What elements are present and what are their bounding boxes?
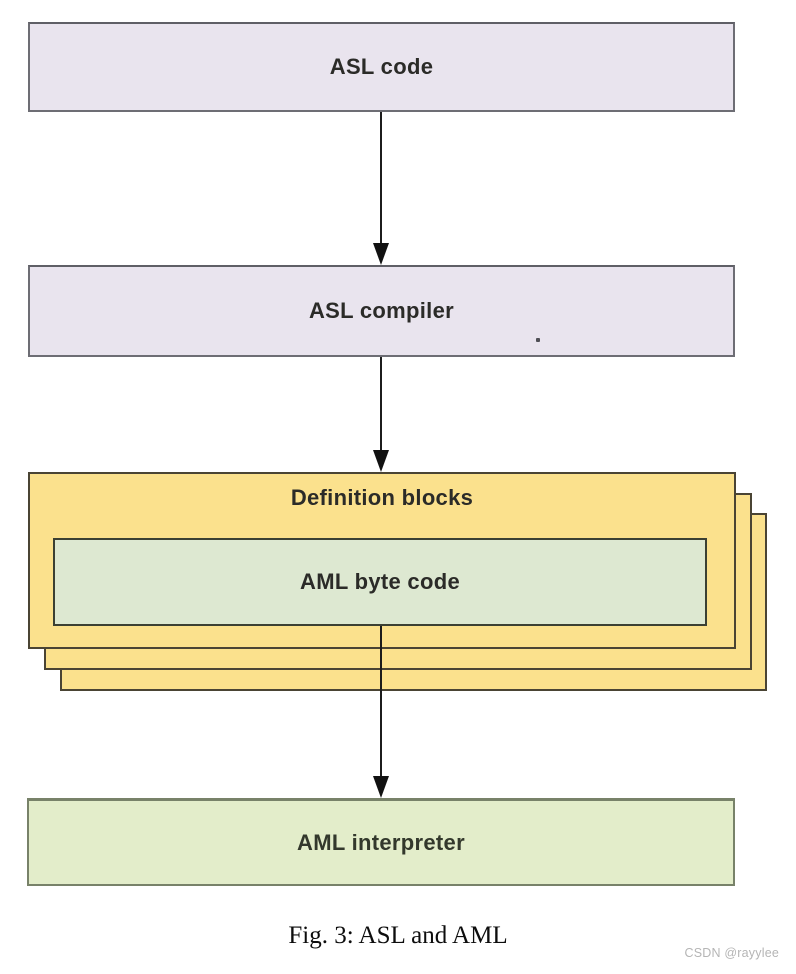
arrow-byte-code-to-interpreter	[372, 626, 390, 798]
arrow-head-icon	[373, 450, 389, 472]
arrow-line	[380, 626, 382, 776]
arrow-line	[380, 357, 382, 450]
figure-caption: Fig. 3: ASL and AML	[288, 922, 508, 949]
aml-interpreter-label: AML interpreter	[297, 829, 465, 855]
aml-byte-code-label: AML byte code	[300, 569, 460, 594]
arrow-head-icon	[373, 776, 389, 798]
arrow-line	[380, 112, 382, 243]
scan-speck-artifact	[536, 338, 540, 342]
arrow-asl-code-to-compiler	[372, 112, 390, 265]
arrow-head-icon	[373, 243, 389, 265]
definition-blocks-box: Definition blocks AML byte code	[28, 472, 736, 649]
aml-interpreter-box: AML interpreter	[27, 798, 735, 886]
asl-compiler-box: ASL compiler	[28, 265, 735, 357]
arrow-compiler-to-definition-blocks	[372, 357, 390, 472]
asl-compiler-label: ASL compiler	[308, 298, 454, 323]
definition-blocks-label: Definition blocks	[290, 485, 474, 510]
aml-byte-code-box: AML byte code	[53, 538, 707, 626]
csdn-watermark: CSDN @rayylee	[684, 946, 779, 960]
asl-code-label: ASL code	[329, 54, 434, 79]
asl-code-box: ASL code	[28, 22, 735, 112]
